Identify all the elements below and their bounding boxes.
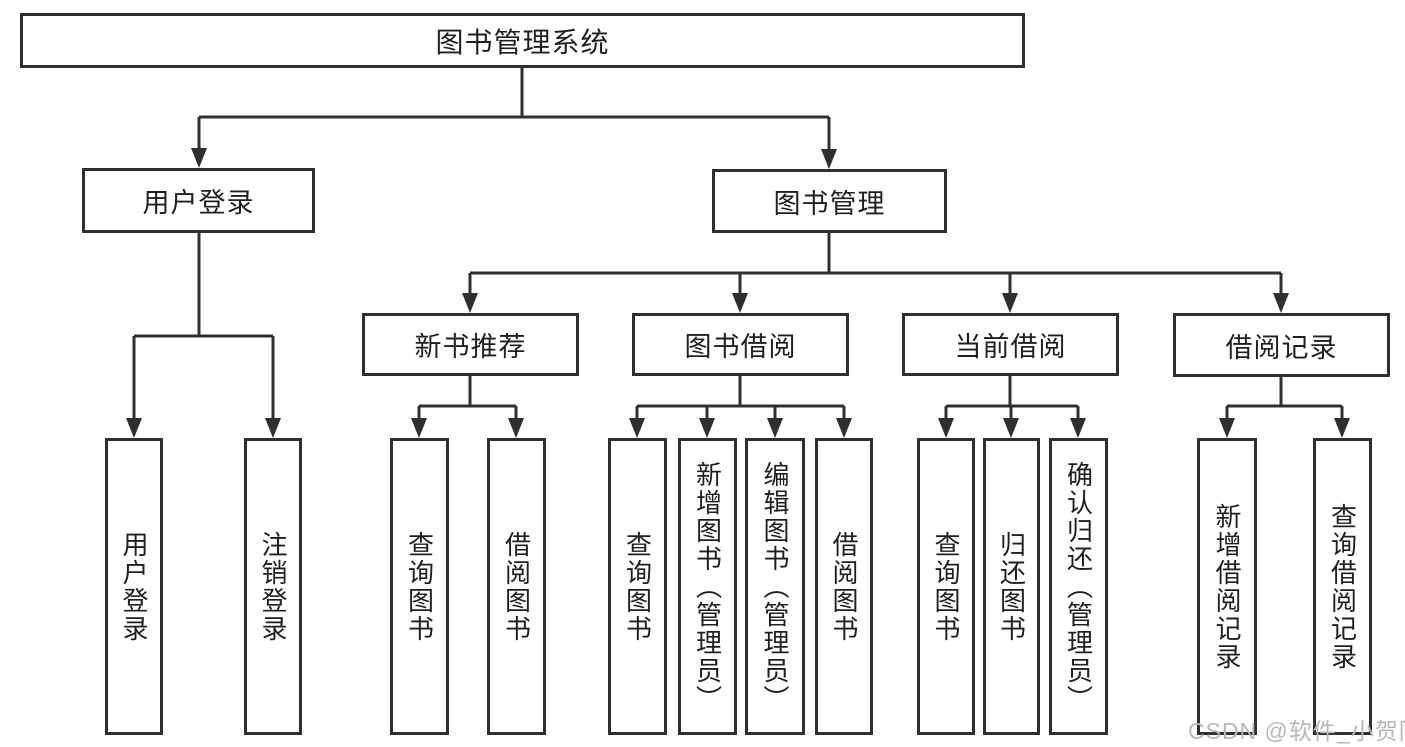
connector-book-borrow-children: [629, 376, 852, 438]
node-leaf-bb-query-books: 查询图书: [608, 438, 667, 735]
connector-root-to-level2: [191, 68, 837, 169]
leaf-label: 借阅图书: [501, 530, 532, 643]
node-leaf-bb-edit-books: 编辑图书（管理员）: [745, 438, 805, 735]
node-leaf-user-login: 用户登录: [105, 438, 163, 735]
leaf-label: 查询图书: [404, 530, 435, 643]
leaf-label: 编辑图书（管理员）: [760, 460, 790, 713]
leaf-label: 注销登录: [258, 530, 288, 643]
node-borrow-records: 借阅记录: [1173, 313, 1390, 377]
node-user-login: 用户登录: [82, 168, 315, 233]
leaf-label: 新增图书（管理员）: [692, 460, 723, 713]
connector-current-borrow-children: [938, 376, 1086, 438]
node-leaf-logout: 注销登录: [244, 438, 302, 735]
connector-new-book-rec-children: [411, 376, 524, 438]
node-book-mgmt: 图书管理: [712, 169, 947, 233]
node-leaf-rec-query-books: 查询图书: [390, 438, 449, 735]
connector-book-mgmt-children: [462, 233, 1289, 313]
node-root: 图书管理系统: [20, 13, 1025, 68]
connector-borrow-records-children: [1219, 376, 1350, 438]
leaf-label: 借阅图书: [829, 530, 859, 643]
leaf-label: 查询借阅记录: [1327, 502, 1358, 671]
node-leaf-cb-return-books: 归还图书: [983, 438, 1040, 735]
connector-user-login-children: [126, 233, 281, 438]
watermark: CSDN @软件_小贺同学: [1188, 718, 1405, 744]
node-leaf-br-query-record: 查询借阅记录: [1313, 438, 1372, 735]
leaf-label: 归还图书: [996, 530, 1027, 643]
leaf-label: 查询图书: [622, 530, 653, 643]
node-leaf-bb-borrow-books: 借阅图书: [815, 438, 873, 735]
node-leaf-cb-confirm-return: 确认归还（管理员）: [1049, 438, 1108, 735]
node-leaf-rec-borrow-books: 借阅图书: [487, 438, 546, 735]
node-leaf-cb-query-books: 查询图书: [917, 438, 975, 735]
node-leaf-br-add-record: 新增借阅记录: [1197, 438, 1257, 735]
leaf-label: 用户登录: [119, 530, 149, 643]
node-leaf-bb-add-books: 新增图书（管理员）: [678, 438, 737, 735]
node-new-book-rec: 新书推荐: [362, 313, 579, 376]
node-book-borrow: 图书借阅: [632, 313, 849, 376]
leaf-label: 新增借阅记录: [1212, 502, 1242, 671]
leaf-label: 查询图书: [931, 530, 961, 643]
node-current-borrow: 当前借阅: [902, 313, 1119, 376]
leaf-label: 确认归还（管理员）: [1063, 460, 1094, 713]
